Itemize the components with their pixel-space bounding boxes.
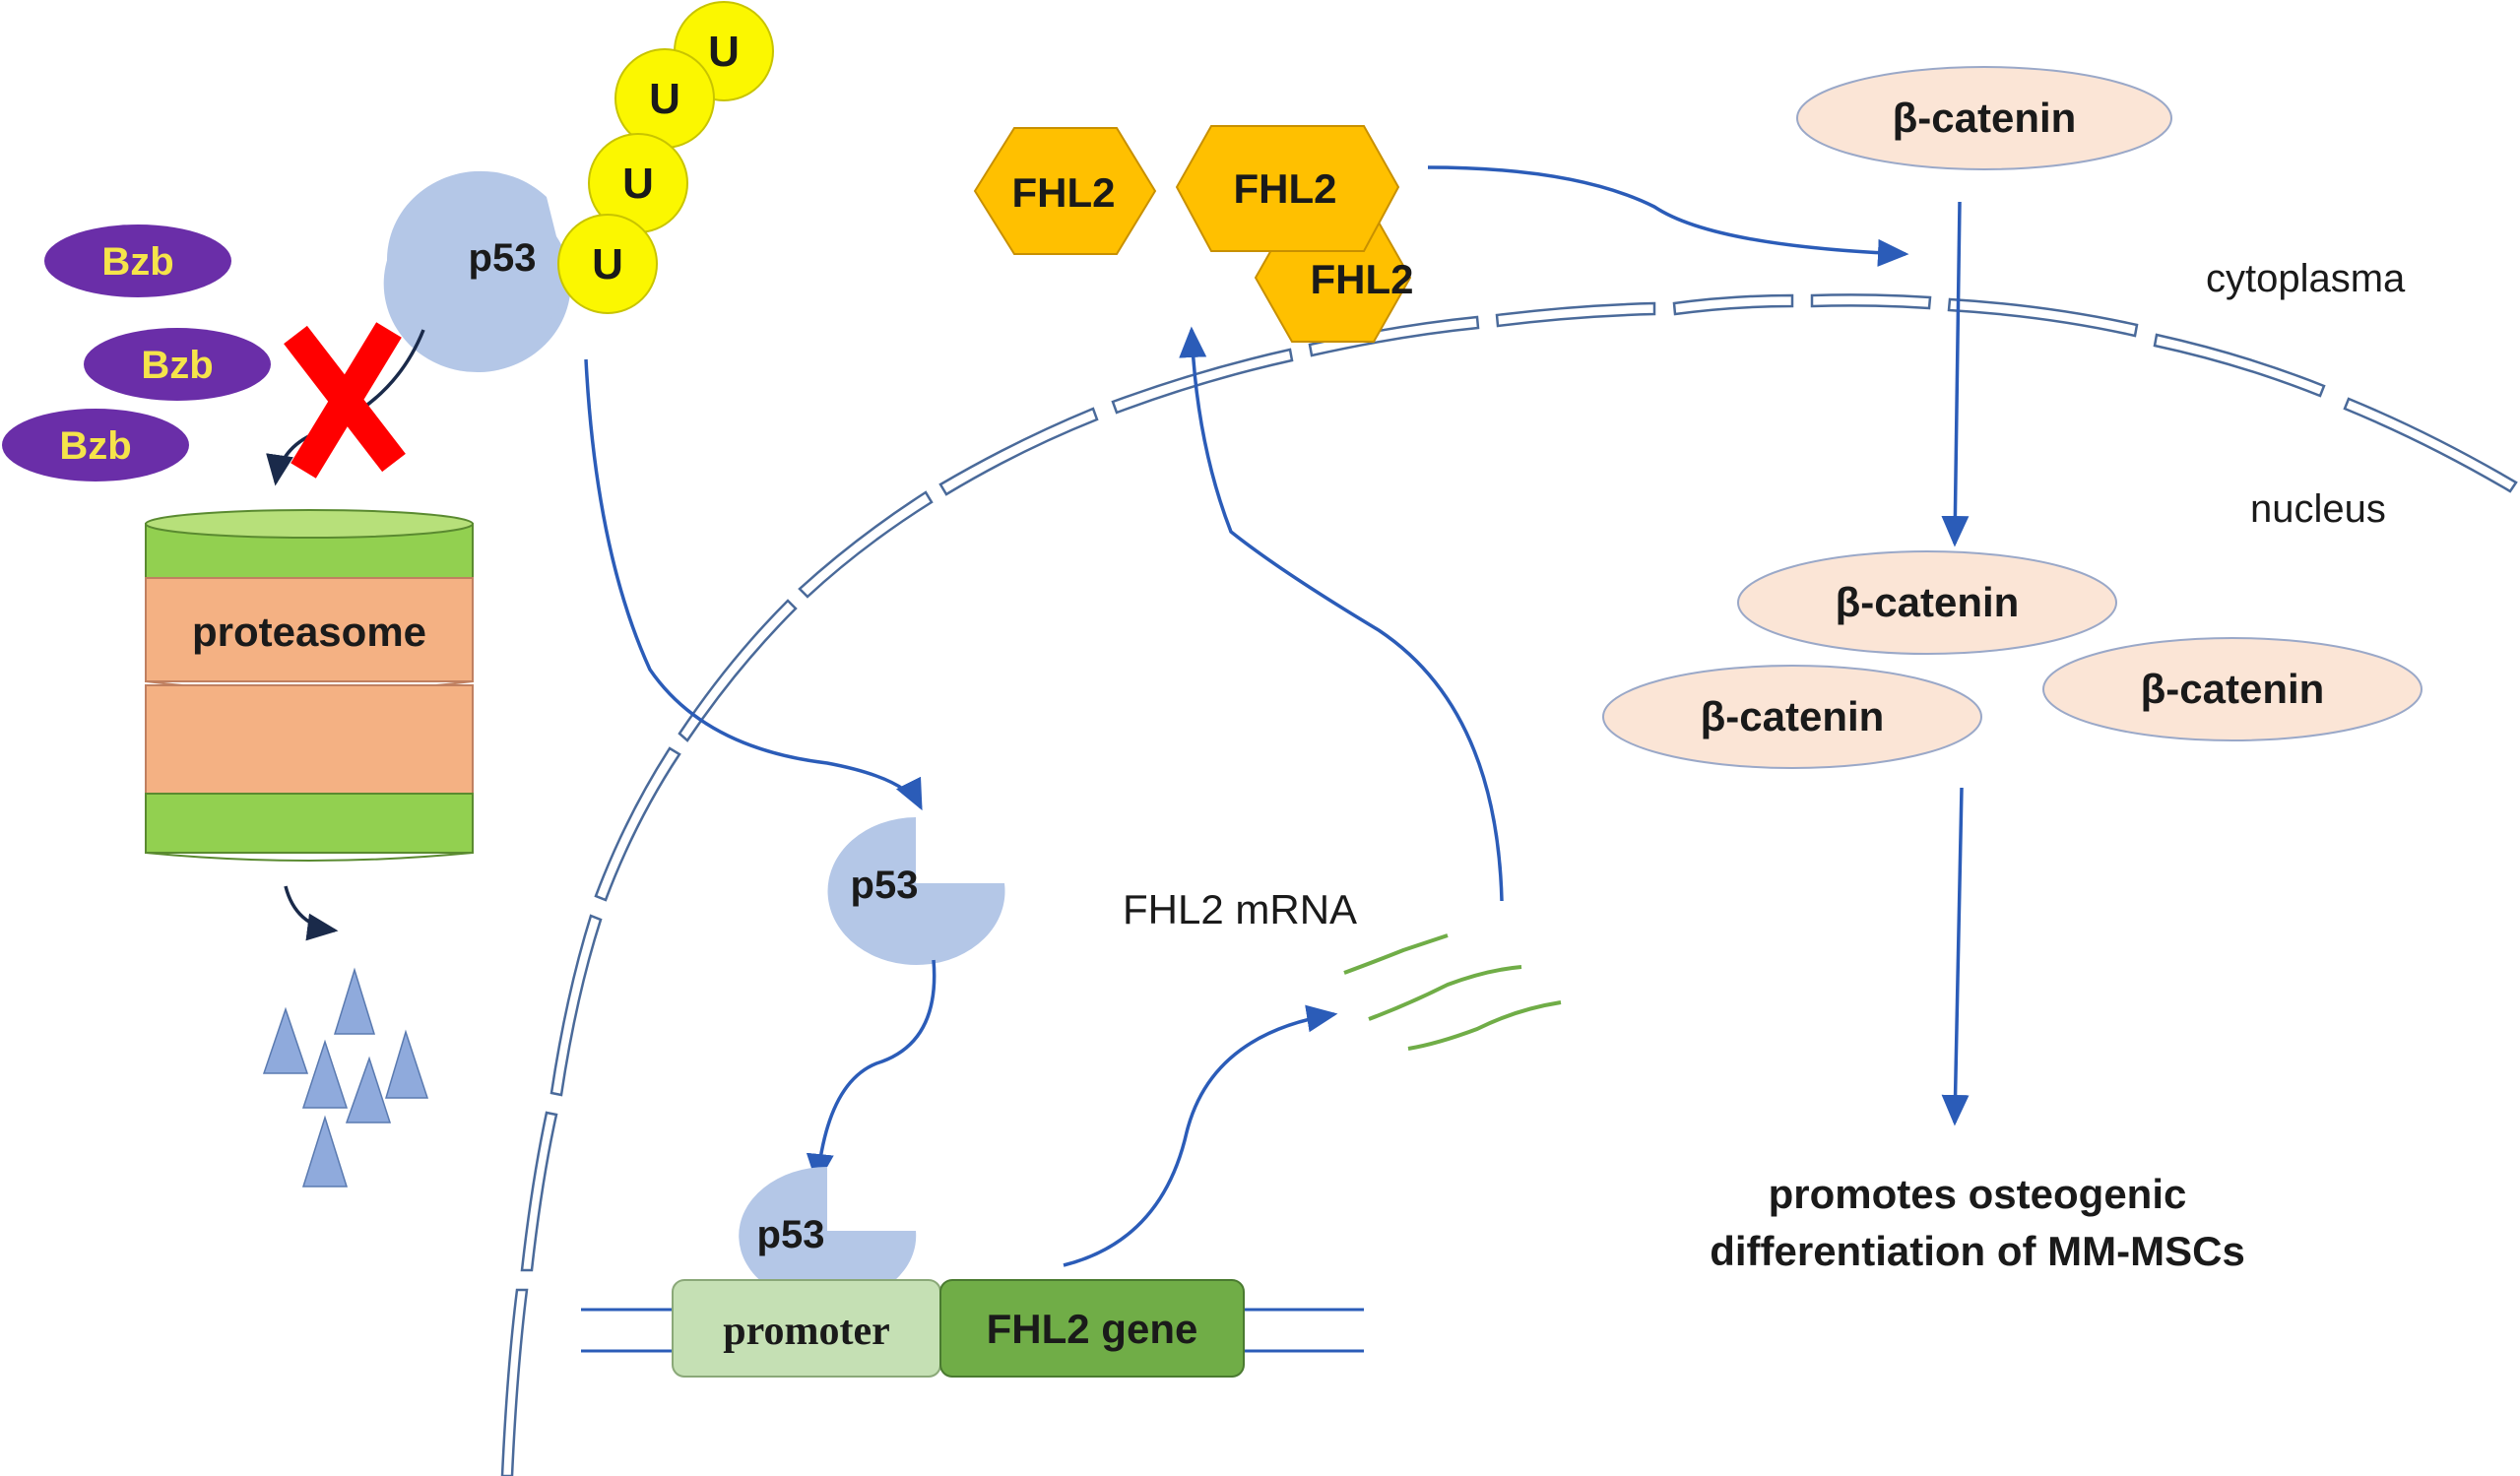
p53-ubiquitinated: p53 [383,170,571,373]
beta-catenin-translocation-arrow [1941,201,1970,547]
bzb-label: Bzb [59,424,131,468]
p53-translocation-arrow [584,358,923,811]
ubiquitin-label: U [592,240,623,289]
transcription-arrow [1063,1004,1338,1267]
mrna-export-arrow [1179,326,1504,902]
peptide-fragments [262,967,429,1187]
bzb-label: Bzb [141,344,213,387]
fhl2-mrna [1343,933,1562,1051]
p53-label: p53 [757,1213,825,1256]
fhl2-gene-label: FHL2 gene [987,1306,1198,1352]
ubiquitin-label: U [622,160,654,208]
inhibition-x-icon [284,322,406,479]
cytoplasma-label: cytoplasma [2206,257,2406,300]
fhl2-protein: FHL2 [973,127,1157,255]
fhl2-to-beta-catenin-arrow [1427,165,1909,267]
outcome-arrow [1941,787,1970,1126]
outcome-line-1: promotes osteogenic [1769,1171,2187,1217]
beta-catenin-nuclear: β-catenin [1737,550,2117,655]
p53-label: p53 [851,864,919,907]
outcome-line-2: differentiation of MM-MSCs [1710,1228,2245,1274]
degradation-arrow [284,885,339,941]
nucleus-label: nucleus [2250,487,2386,531]
proteasome-label: proteasome [192,609,426,655]
beta-catenin-nuclear: β-catenin [2042,637,2423,741]
promoter-region: promoter [672,1279,941,1378]
proteasome: proteasome [145,509,474,862]
bzb-molecule: Bzb [2,409,189,481]
beta-catenin-label: β-catenin [1701,693,1885,739]
bzb-molecule: Bzb [84,328,271,401]
p53-promoter-bound: p53 [739,1167,917,1305]
fhl2-label: FHL2 [1311,256,1414,302]
beta-catenin-cytoplasmic: β-catenin [1796,66,2172,170]
beta-catenin-nuclear: β-catenin [1602,665,1982,769]
p53-to-promoter-arrow [806,959,937,1186]
ubiquitin-chain: U U U U [557,1,774,314]
beta-catenin-label: β-catenin [1893,95,2077,141]
fhl2-gene-region: FHL2 gene [939,1279,1245,1378]
fhl2-mrna-label: FHL2 mRNA [1123,886,1357,932]
fhl2-protein: FHL2 [1175,125,1400,252]
promoter-label: promoter [723,1309,890,1354]
bzb-molecule: Bzb [44,225,231,297]
ubiquitin-molecule: U [557,214,658,314]
beta-catenin-label: β-catenin [2141,666,2325,712]
ubiquitin-label: U [649,75,680,123]
fhl2-label: FHL2 [1234,165,1337,212]
ubiquitin-molecule: U [614,48,715,149]
p53-label: p53 [469,236,537,280]
ubiquitin-label: U [708,28,740,76]
bzb-label: Bzb [101,240,173,284]
p53-nuclear: p53 [827,817,1005,965]
fhl2-label: FHL2 [1012,169,1116,216]
nuclear-membrane [500,293,2518,1476]
beta-catenin-label: β-catenin [1836,579,2020,625]
